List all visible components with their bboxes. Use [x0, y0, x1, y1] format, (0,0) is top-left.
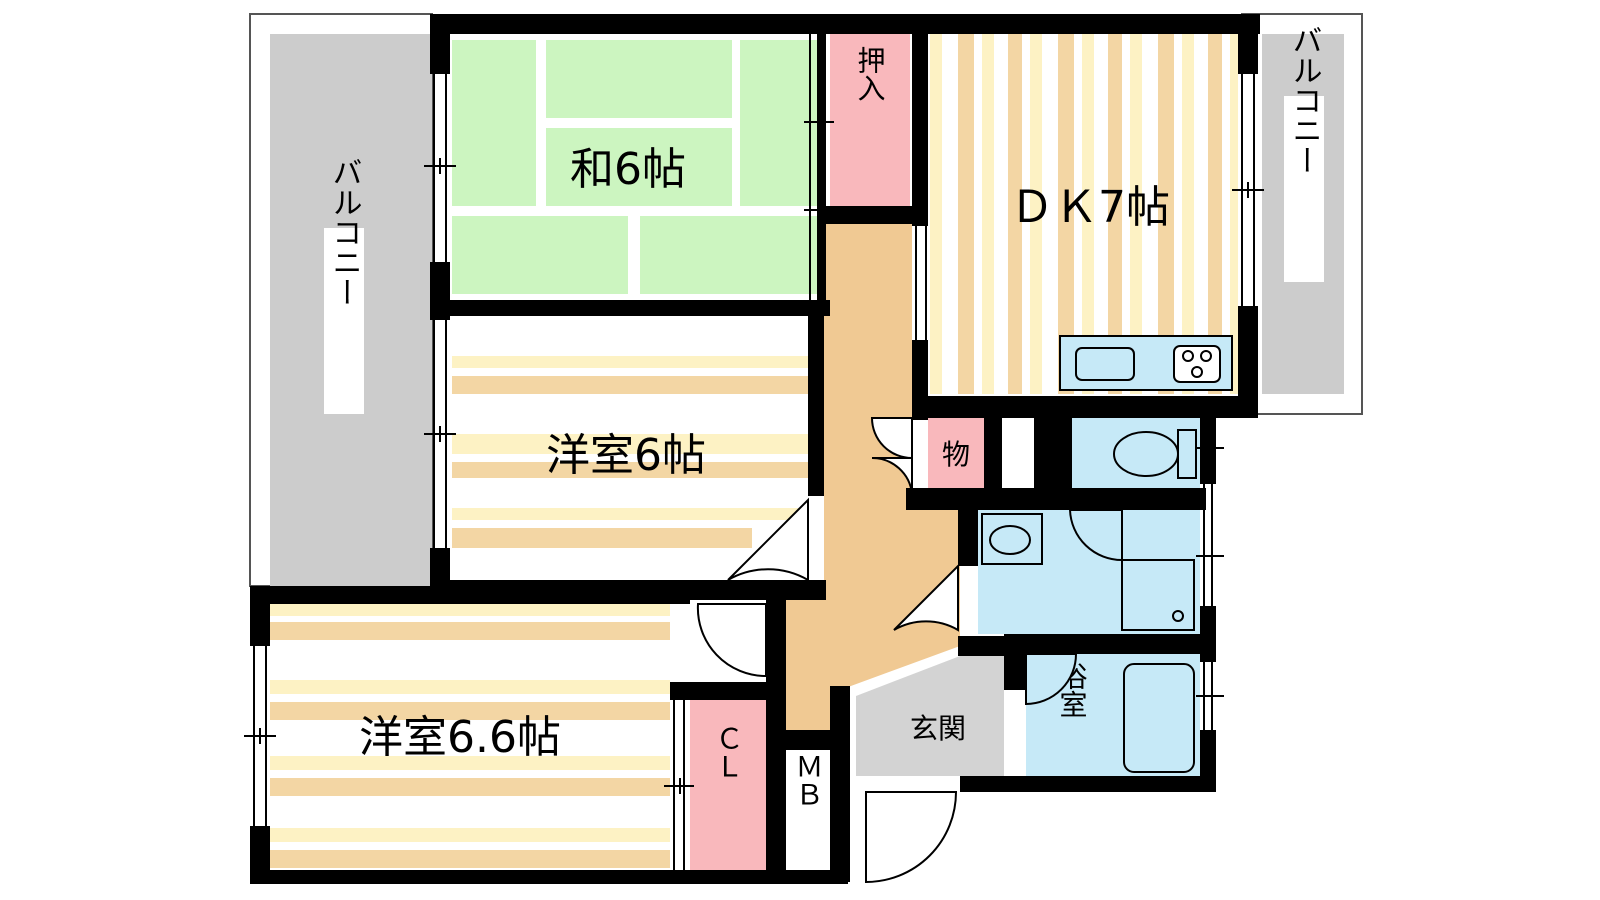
oshiire-label: 押入 — [854, 46, 887, 102]
walls — [250, 14, 1260, 884]
balcony-east: バルコニー — [1241, 13, 1363, 415]
balcony-west-label: バルコニー — [327, 157, 362, 307]
stove-burner-icon — [1182, 350, 1194, 362]
room-genkan: 玄関 — [856, 656, 1004, 776]
tick-marks — [244, 114, 1264, 794]
yoshitsu-north-label: 洋室6帖 — [546, 430, 706, 481]
room-toilet — [1072, 416, 1200, 488]
room-storage: 物 — [928, 418, 984, 488]
room-washitsu: 和6帖 — [444, 32, 824, 302]
toilet-icon — [1113, 431, 1179, 477]
balcony-west: バルコニー — [249, 13, 433, 587]
room-closet: ＣＬ — [690, 700, 766, 870]
room-yoshitsu-north: 洋室6帖 — [444, 316, 824, 580]
closet-label: ＣＬ — [712, 724, 745, 780]
yoshitsu-south-label: 洋室6.6帖 — [359, 712, 561, 763]
storage-label: 物 — [942, 438, 970, 471]
sink-icon — [989, 525, 1031, 555]
doors — [696, 417, 1123, 884]
room-meter-box: ＭＢ — [786, 750, 830, 872]
dk-label: ＤＫ7帖 — [1010, 182, 1170, 233]
room-oshiire: 押入 — [830, 32, 910, 208]
genkan-label: 玄関 — [910, 712, 966, 745]
room-dk: ＤＫ7帖 — [926, 32, 1238, 394]
meter-box-label: ＭＢ — [792, 752, 825, 808]
balcony-east-label: バルコニー — [1287, 25, 1322, 175]
washitsu-label: 和6帖 — [570, 144, 686, 195]
